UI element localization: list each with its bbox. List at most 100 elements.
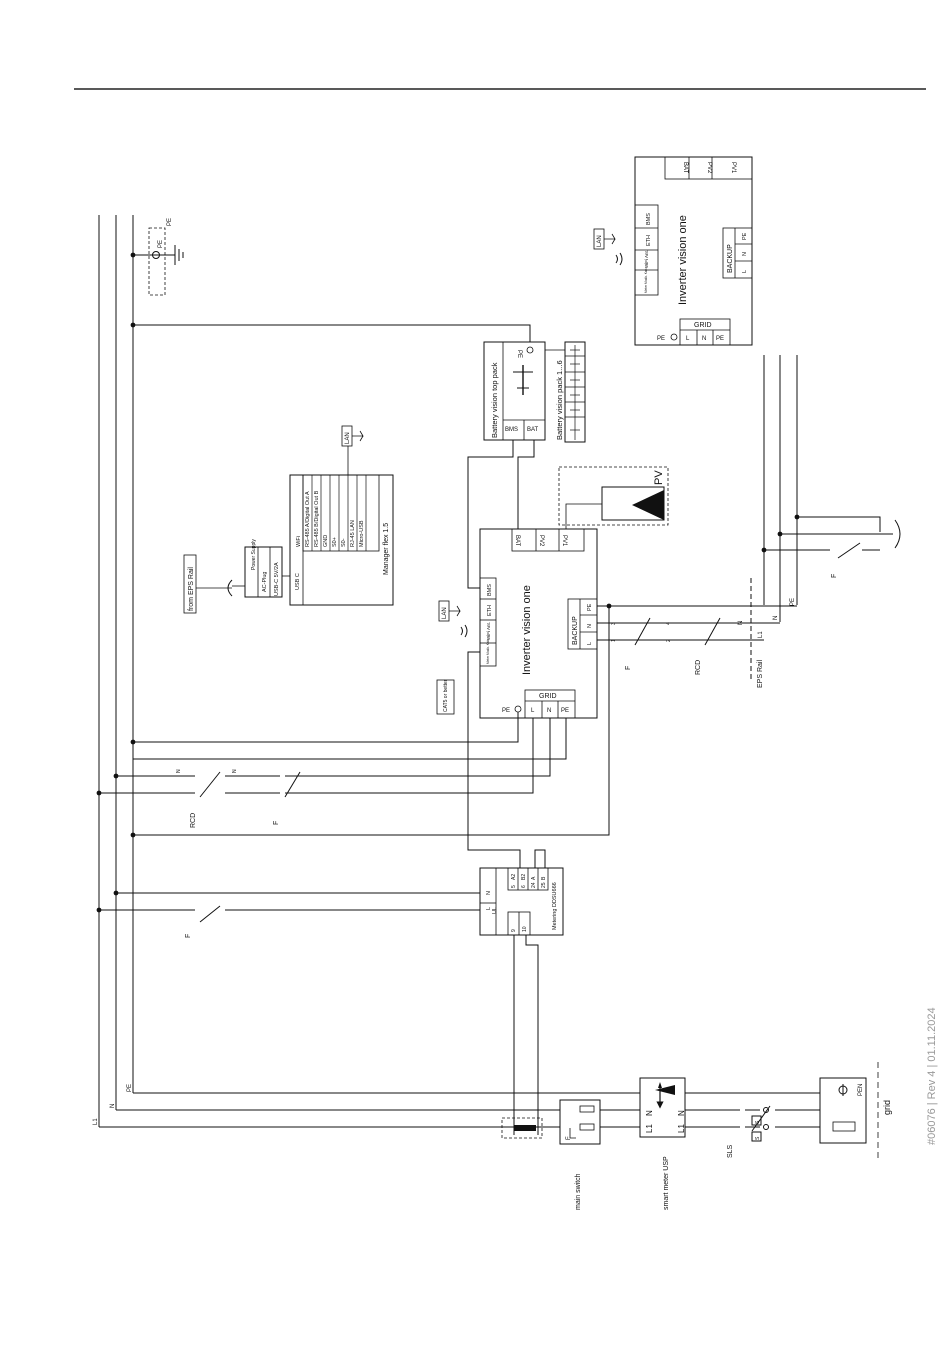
inv-small-eth: ETH xyxy=(646,235,652,246)
inverter-small: PV1 PV2 BAT BMS ETH WiFi Ant. Meter Modb… xyxy=(593,156,753,346)
inv-small-backup: BACKUP xyxy=(727,244,734,273)
inv-main-bms: BMS xyxy=(487,584,493,596)
backup-t1: 1 xyxy=(611,639,617,642)
meter-title: Metering DDSU666 xyxy=(552,882,558,930)
manager-row-4: S0+ xyxy=(332,537,338,547)
pe-ground-top: PE PE xyxy=(133,218,184,296)
inv-small-l: L xyxy=(686,336,690,342)
inverter-main: BAT PV2 PV1 BMS ETH WiFi Ant. Meter Modb… xyxy=(436,528,598,719)
backup-f-label: F xyxy=(625,666,632,670)
bottom-l1-label: L1 xyxy=(93,1118,99,1125)
manager-lan: LAN xyxy=(345,432,351,444)
inverter-grid-wiring xyxy=(133,712,567,794)
inv-main-l: L xyxy=(531,708,535,714)
inv-main-pv2: PV2 xyxy=(538,535,544,547)
manager-usbc: USB C xyxy=(295,573,301,590)
inv-main-eth: ETH xyxy=(487,605,493,616)
meter-b2: B2 xyxy=(521,874,527,880)
backup-l1-label: L1 xyxy=(758,631,764,638)
inv-small-n: N xyxy=(702,336,706,342)
bottom-pe-label: PE xyxy=(127,1084,133,1092)
document-footer: #06076 | Rev 4 | 01.11.2024 xyxy=(926,1007,938,1145)
backup-rcd-label: RCD xyxy=(695,660,702,675)
inv-main-n: N xyxy=(547,708,551,714)
pe-top-label: PE xyxy=(158,240,164,248)
meter-a: A xyxy=(531,876,537,880)
backup-t2: 2 xyxy=(666,639,672,642)
from-eps-label: from EPS Rail xyxy=(188,567,195,611)
battery-bms: BMS xyxy=(505,427,518,433)
grid-rcd-f xyxy=(99,771,301,798)
grid-n1: N xyxy=(176,769,182,773)
inv-main-pv1: PV1 xyxy=(561,535,567,547)
eps-n-label: N xyxy=(773,616,779,620)
battery-wiring xyxy=(467,440,535,868)
grid-connection: PEN grid xyxy=(819,1062,892,1160)
sm-l1-b: L1 xyxy=(677,1124,686,1133)
manager-flex: WiFi RS-485 A/Digital Out A RS-485 B/Dig… xyxy=(183,425,394,614)
inv-main-bn: N xyxy=(587,624,593,628)
inv-small-bn: N xyxy=(742,252,748,256)
sls-s2: S xyxy=(755,1136,761,1140)
inv-small-bpe: PE xyxy=(742,232,748,240)
battery-bat: BAT xyxy=(527,427,539,433)
backup-n-label: N xyxy=(738,621,744,625)
meter-l: L xyxy=(486,907,492,910)
sls xyxy=(745,1105,771,1142)
inv-main-bl: L xyxy=(587,642,593,645)
acplug-label: AC-Plug xyxy=(262,572,268,592)
eps-outlet xyxy=(764,516,901,559)
meter-f-label: F xyxy=(185,934,192,938)
metering: N L UL A2 B2 A B 5 6 24 25 9 10 Metering… xyxy=(479,867,564,936)
inv-small-pe-ext: PE xyxy=(657,336,665,342)
grid-f-label: F xyxy=(273,821,280,825)
inv-small-bms: BMS xyxy=(646,213,652,225)
eps-pe-label: PE xyxy=(790,598,796,606)
smart-meter-arrow-icon xyxy=(655,1085,675,1095)
inv-small-pv1: PV1 xyxy=(730,162,736,174)
eps-f-label: F xyxy=(831,574,838,578)
inv-small-wifi: WiFi Ant. xyxy=(644,250,649,268)
inv-small-title: Inverter vision one xyxy=(677,215,689,305)
meter-t9: 9 xyxy=(511,929,517,932)
right-rails xyxy=(763,355,798,622)
inv-small-wifi-icon xyxy=(615,252,623,266)
pv-label: PV xyxy=(653,470,665,485)
inv-small-pv2: PV2 xyxy=(706,162,712,174)
inv-main-title: Inverter vision one xyxy=(521,585,533,675)
meter-b: B xyxy=(541,876,547,880)
inv-main-bpe: PE xyxy=(587,603,593,611)
backup-pe-junction xyxy=(606,603,612,609)
manager-row-3: GND xyxy=(323,535,329,547)
inv-main-pe: PE xyxy=(561,708,569,714)
pv-array: PV xyxy=(558,466,669,530)
backup-t4: 4 xyxy=(666,622,672,625)
inv-small-bl: L xyxy=(742,270,748,273)
manager-row-2: RS-485 B/Digital Out B xyxy=(314,490,320,547)
inv-main-wifi-icon xyxy=(460,624,468,638)
inv-small-lan: LAN xyxy=(597,235,603,247)
pe-to-battery xyxy=(133,324,531,342)
main-switch: main switch F xyxy=(501,1099,601,1210)
cat5-label: CAT5 or better xyxy=(443,679,449,712)
grid-rcd-label: RCD xyxy=(190,813,197,828)
manager-row-7: Micro-USB xyxy=(359,520,365,547)
manager-title: Manager flex 1.5 xyxy=(383,523,390,575)
battery-pe: PE xyxy=(516,350,522,358)
pe-ground-label: PE xyxy=(167,218,173,226)
sm-n-a: N xyxy=(645,1110,654,1116)
grid-label: grid xyxy=(882,1100,892,1115)
backup-t3: 3 xyxy=(611,622,617,625)
eps-n-junction xyxy=(777,531,783,537)
eps-rail-label: EPS Rail xyxy=(757,660,764,688)
battery-top-pack-label: Battery vision top pack xyxy=(490,362,499,438)
eps-l-junction xyxy=(761,547,767,553)
sm-l1-a: L1 xyxy=(645,1124,654,1133)
grid-pen-label: PEN xyxy=(858,1084,864,1096)
battery-pack-label: Battery vision pack 1...6 xyxy=(555,360,564,440)
backup-wiring xyxy=(133,578,797,836)
inv-main-backup: BACKUP xyxy=(572,616,579,645)
sls-label: SLS xyxy=(727,1144,734,1158)
smart-meter: N L1 N L1 smart meter USP xyxy=(639,1077,686,1210)
